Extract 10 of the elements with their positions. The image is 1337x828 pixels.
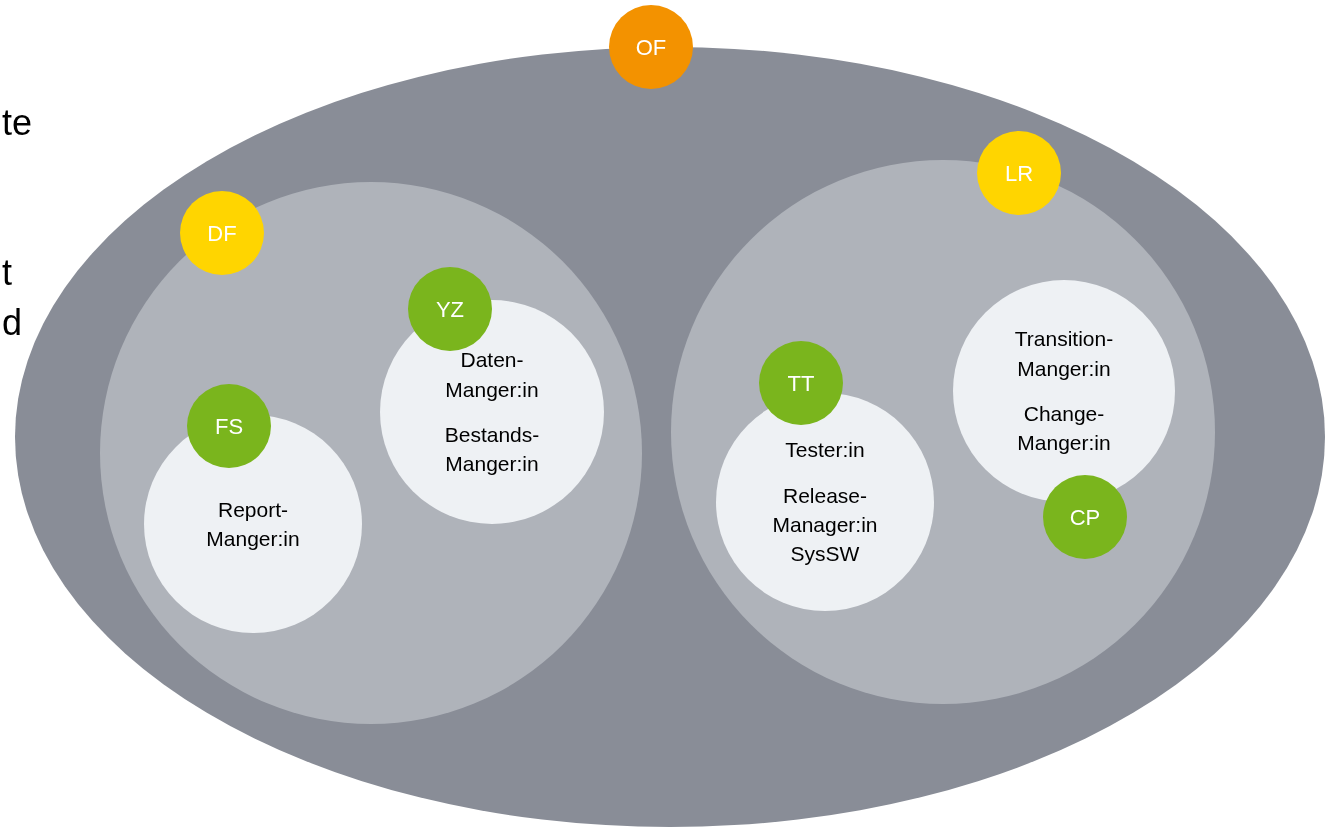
initials-badge: YZ (408, 267, 492, 351)
initials-badge: OF (609, 5, 693, 89)
text-fragment: t (2, 255, 12, 291)
initials-badge: LR (977, 131, 1061, 215)
initials-badge: TT (759, 341, 843, 425)
initials-badge: DF (180, 191, 264, 275)
text-fragment: d (2, 305, 23, 341)
text-fragment: te (2, 105, 33, 141)
initials-badge: CP (1043, 475, 1127, 559)
initials-badge: FS (187, 384, 271, 468)
